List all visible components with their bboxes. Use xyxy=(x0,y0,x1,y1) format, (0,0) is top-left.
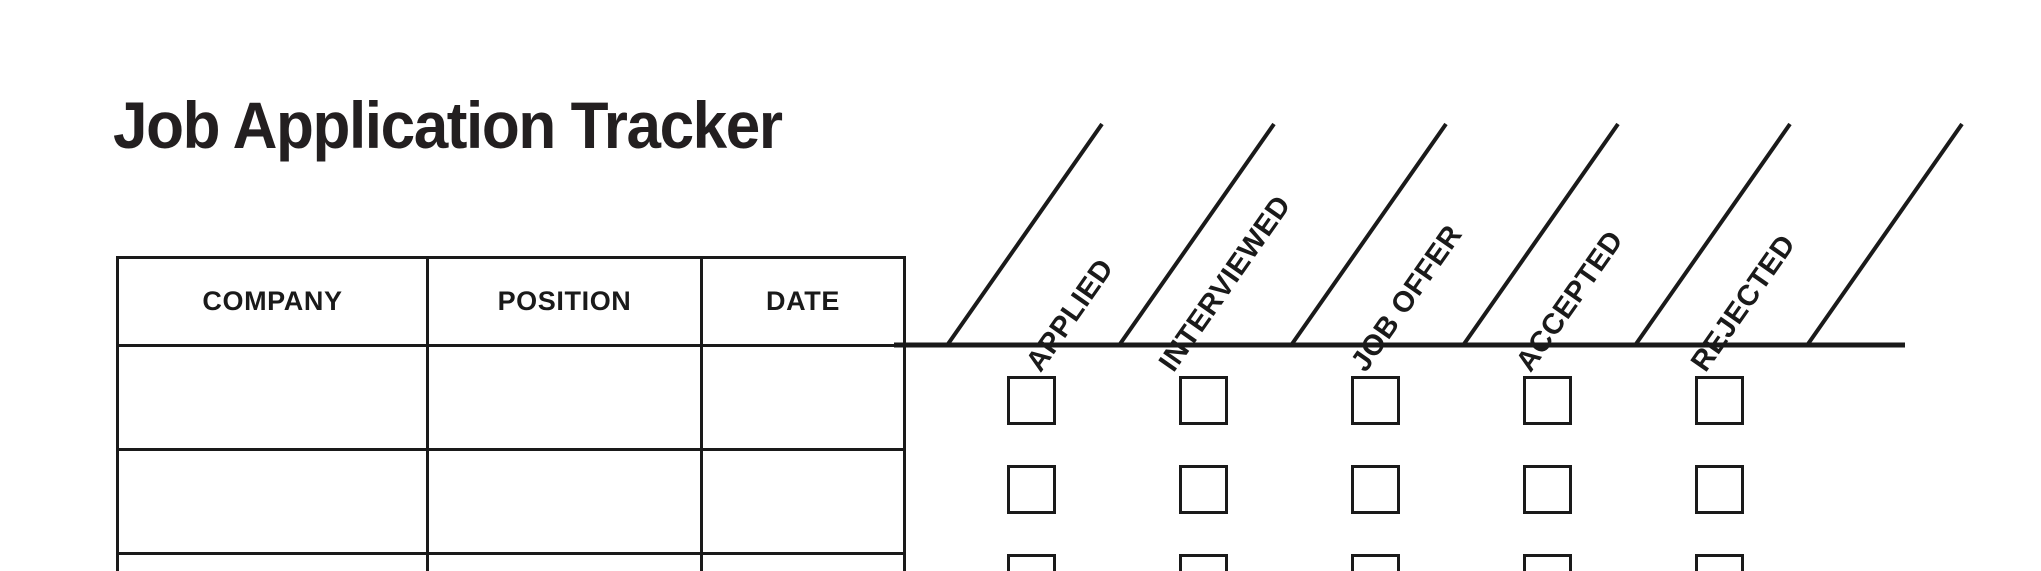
status-column-label-rejected: REJECTED xyxy=(1684,229,1803,378)
tracker-table: COMPANY POSITION DATE xyxy=(116,256,906,571)
checkbox-applied[interactable] xyxy=(1007,465,1056,514)
table-row xyxy=(116,344,906,451)
table-header-row: COMPANY POSITION DATE xyxy=(116,256,906,347)
checkbox-job-offer[interactable] xyxy=(1351,554,1400,571)
checkbox-cell-interviewed xyxy=(1179,554,1351,571)
checkbox-row xyxy=(1007,465,1867,520)
checkbox-accepted[interactable] xyxy=(1523,465,1572,514)
status-column-label-accepted: ACCEPTED xyxy=(1509,225,1630,378)
checkbox-job-offer[interactable] xyxy=(1351,465,1400,514)
status-column-label-job-offer: JOB OFFER xyxy=(1344,219,1469,378)
checkbox-cell-rejected xyxy=(1695,465,1867,520)
cell-company[interactable] xyxy=(116,448,429,555)
checkbox-accepted[interactable] xyxy=(1523,554,1572,571)
checkbox-cell-job-offer xyxy=(1351,554,1523,571)
cell-company[interactable] xyxy=(116,344,429,451)
cell-date[interactable] xyxy=(700,552,906,571)
checkbox-rejected[interactable] xyxy=(1695,465,1744,514)
checkbox-cell-job-offer xyxy=(1351,376,1523,431)
page-title: Job Application Tracker xyxy=(113,88,783,162)
cell-position[interactable] xyxy=(426,344,703,451)
table-row xyxy=(116,448,906,555)
column-header-position: POSITION xyxy=(426,256,703,347)
checkbox-accepted[interactable] xyxy=(1523,376,1572,425)
checkbox-interviewed[interactable] xyxy=(1179,465,1228,514)
checkbox-cell-job-offer xyxy=(1351,465,1523,520)
checkbox-cell-interviewed xyxy=(1179,376,1351,431)
status-column-label-applied: APPLIED xyxy=(1019,253,1121,378)
checkbox-cell-applied xyxy=(1007,554,1179,571)
checkbox-rejected[interactable] xyxy=(1695,554,1744,571)
cell-company[interactable] xyxy=(116,552,429,571)
checkbox-applied[interactable] xyxy=(1007,376,1056,425)
checkbox-cell-rejected xyxy=(1695,554,1867,571)
checkbox-row xyxy=(1007,554,1867,571)
status-column-label-interviewed: INTERVIEWED xyxy=(1152,190,1298,378)
checkbox-cell-applied xyxy=(1007,376,1179,431)
checkbox-interviewed[interactable] xyxy=(1179,554,1228,571)
status-checkbox-grid xyxy=(1007,376,1867,571)
checkbox-rejected[interactable] xyxy=(1695,376,1744,425)
cell-date[interactable] xyxy=(700,448,906,555)
checkbox-cell-applied xyxy=(1007,465,1179,520)
checkbox-applied[interactable] xyxy=(1007,554,1056,571)
checkbox-cell-accepted xyxy=(1523,376,1695,431)
checkbox-job-offer[interactable] xyxy=(1351,376,1400,425)
checkbox-interviewed[interactable] xyxy=(1179,376,1228,425)
checkbox-cell-accepted xyxy=(1523,554,1695,571)
cell-position[interactable] xyxy=(426,552,703,571)
checkbox-row xyxy=(1007,376,1867,431)
cell-position[interactable] xyxy=(426,448,703,555)
cell-date[interactable] xyxy=(700,344,906,451)
column-header-company: COMPANY xyxy=(116,256,429,347)
checkbox-cell-rejected xyxy=(1695,376,1867,431)
checkbox-cell-interviewed xyxy=(1179,465,1351,520)
column-header-date: DATE xyxy=(700,256,906,347)
checkbox-cell-accepted xyxy=(1523,465,1695,520)
table-row xyxy=(116,552,906,571)
